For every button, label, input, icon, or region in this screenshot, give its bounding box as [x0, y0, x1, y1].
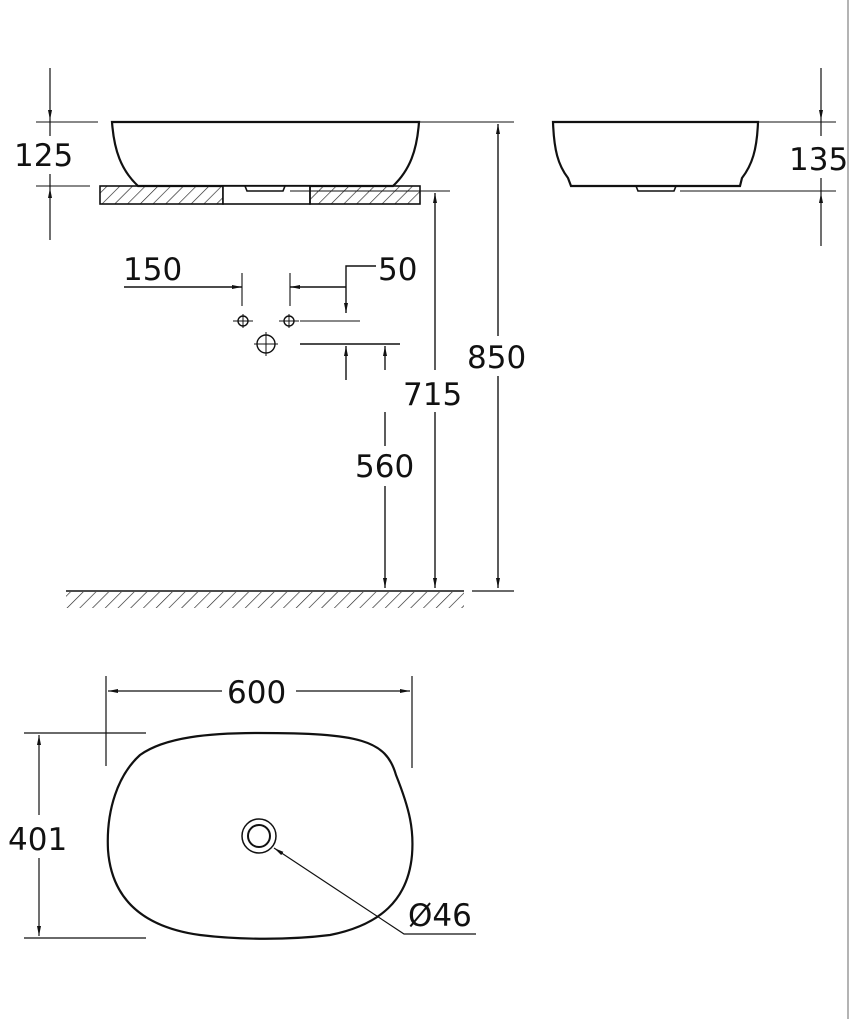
- dim-plan-depth: 401: [8, 822, 67, 858]
- dim-countertop-height: 715: [403, 377, 462, 413]
- dim-plan-width: 600: [227, 675, 286, 711]
- floor-hatch: [66, 592, 464, 608]
- dim-rim-height: 850: [467, 340, 526, 376]
- side-elevation-view: [551, 68, 836, 246]
- countertop-gap: [222, 185, 311, 205]
- plan-view: [24, 676, 476, 940]
- dim-waste-diameter: Ø46: [408, 898, 472, 934]
- dim-tap-spacing: 150: [123, 252, 182, 288]
- plan-waste-outer-icon: [241, 818, 277, 854]
- basin-front-outline: [110, 120, 421, 188]
- plan-waste-inner-icon: [247, 824, 271, 848]
- side-waste-outlet: [635, 185, 677, 192]
- basin-side-outline: [551, 120, 760, 188]
- dim-tap-offset: 50: [378, 252, 417, 288]
- page-border: [847, 0, 849, 1019]
- countertop-left: [99, 185, 224, 205]
- waste-outlet: [244, 185, 286, 192]
- dim-basin-height: 125: [14, 138, 73, 174]
- countertop-right: [309, 185, 421, 205]
- dim-waste-height: 560: [355, 449, 414, 485]
- dim-side-height: 135: [789, 142, 848, 178]
- basin-plan-outline: [106, 731, 414, 940]
- front-elevation-view: [36, 68, 514, 608]
